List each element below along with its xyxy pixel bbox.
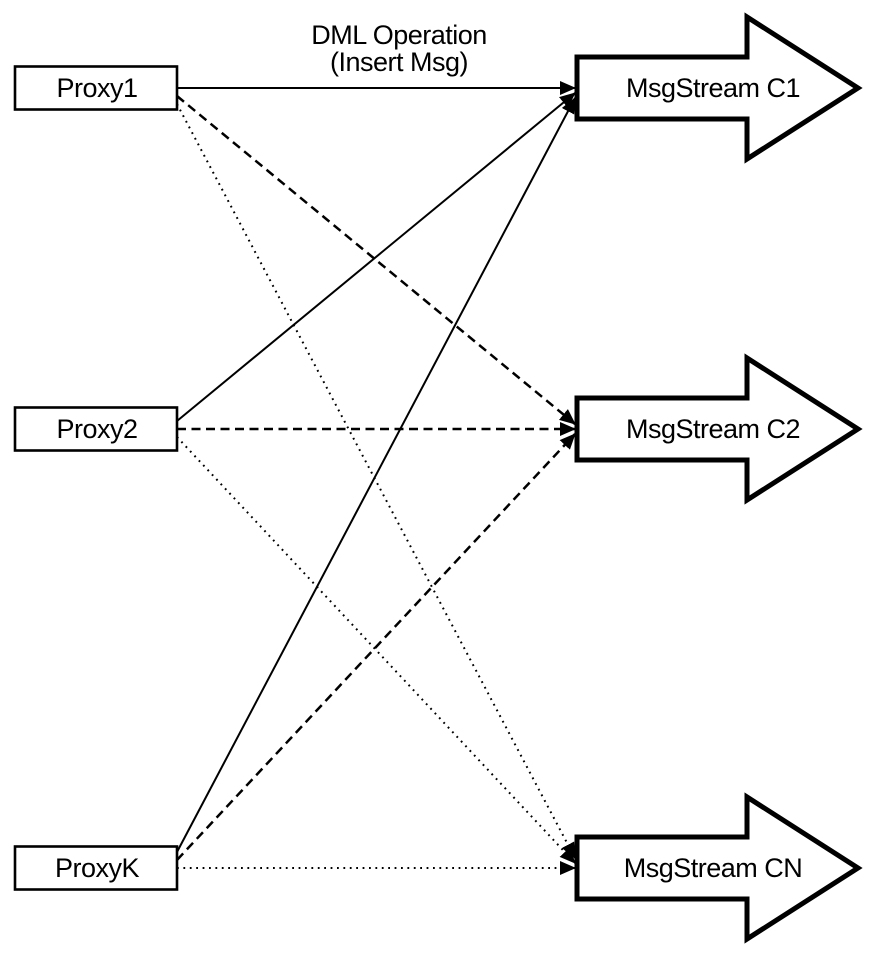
annotation-dml-operation: DML Operation (Insert Msg) bbox=[311, 20, 487, 77]
edge-proxy2-c1 bbox=[176, 92, 576, 422]
stream-cn-node: MsgStream CN bbox=[574, 792, 863, 944]
edge-proxy1-cn bbox=[176, 103, 576, 859]
proxy2-box bbox=[13, 406, 179, 452]
edge-proxy1-c2 bbox=[176, 95, 576, 425]
proxyk-box bbox=[13, 845, 179, 891]
proxy1-node: Proxy1 bbox=[13, 65, 179, 111]
stream-cn-arrow-shape bbox=[574, 792, 863, 944]
stream-c1-arrow-shape bbox=[574, 12, 863, 164]
stream-c1-label: MsgStream C1 bbox=[626, 73, 800, 103]
proxy2-node: Proxy2 bbox=[13, 406, 179, 452]
edge-proxyk-c2 bbox=[176, 433, 576, 861]
stream-c2-node: MsgStream C2 bbox=[574, 353, 863, 505]
annotation-line2: (Insert Msg) bbox=[330, 47, 468, 77]
stream-c2-arrow-shape bbox=[574, 353, 863, 505]
stream-c1-node: MsgStream C1 bbox=[574, 12, 863, 164]
proxy2-label: Proxy2 bbox=[56, 414, 137, 444]
proxyk-node: ProxyK bbox=[13, 845, 179, 891]
connector-edges bbox=[176, 81, 576, 875]
proxyk-label: ProxyK bbox=[55, 853, 140, 883]
proxy1-label: Proxy1 bbox=[56, 73, 137, 103]
proxy1-box bbox=[13, 65, 179, 111]
edge-proxy2-cn bbox=[176, 436, 576, 864]
stream-c2-label: MsgStream C2 bbox=[626, 414, 800, 444]
annotation-line1: DML Operation bbox=[311, 20, 487, 50]
stream-cn-label: MsgStream CN bbox=[624, 853, 803, 883]
edge-proxyk-c1 bbox=[176, 97, 576, 853]
